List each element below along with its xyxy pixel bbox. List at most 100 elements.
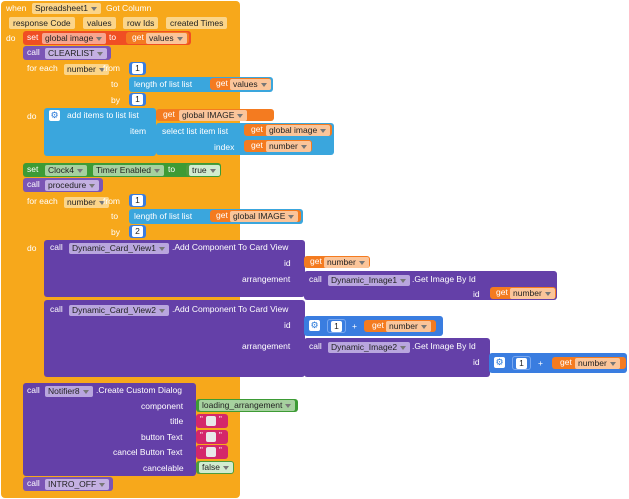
component-dropdown-card-view1[interactable]: Dynamic_Card_View1 (69, 243, 169, 254)
arrangement-label: arrangement (242, 274, 291, 284)
index-label: index (214, 142, 235, 152)
get-dropdown-global-image[interactable]: global image (266, 125, 331, 136)
event-name: Got Column (106, 3, 152, 13)
button-text-param-label: button Text (141, 432, 183, 442)
mutator-gear-icon[interactable]: ⚙ (494, 357, 505, 368)
component-dropdown-image1[interactable]: Dynamic_Image1 (328, 275, 411, 286)
get-label: get (163, 109, 175, 119)
for-each-label: for each (27, 63, 58, 73)
get-dropdown-number[interactable]: number (266, 141, 311, 152)
call-label: call (309, 341, 322, 351)
get-label: get (372, 320, 384, 330)
item-label: item (130, 126, 147, 136)
method-label: .Add Component To Card View (172, 304, 289, 314)
get-dropdown-number[interactable]: number (510, 288, 555, 299)
get-label: get (132, 32, 144, 42)
loop-var-dropdown[interactable]: number (64, 197, 109, 208)
length-of-list-label: length of list list (134, 79, 193, 89)
plus-label: + (352, 321, 357, 331)
arrangement-label: arrangement (242, 341, 291, 351)
param-created-times[interactable]: created Times (166, 17, 228, 29)
call-label: call (309, 274, 322, 284)
get-label: get (216, 210, 228, 220)
logic-dropdown-true[interactable]: true (189, 165, 220, 176)
component-dropdown-clock4[interactable]: Clock4 (45, 165, 87, 176)
call-label: call (27, 478, 40, 488)
component-dropdown-card-view2[interactable]: Dynamic_Card_View2 (69, 305, 169, 316)
get-dropdown-number[interactable]: number (386, 321, 431, 332)
to-label: to (168, 164, 176, 174)
add-items-block[interactable] (44, 108, 156, 156)
mutator-gear-icon[interactable]: ⚙ (309, 320, 320, 331)
procedure-dropdown-intro-off[interactable]: INTRO_OFF (45, 479, 110, 490)
from-label: from (103, 63, 120, 73)
get-label: get (310, 256, 322, 266)
call-label: call (27, 385, 40, 395)
text-field-button[interactable] (206, 432, 216, 442)
cancelable-param-label: cancelable (143, 463, 184, 473)
var-dropdown-global-image[interactable]: global image (42, 33, 107, 44)
param-response-code[interactable]: response Code (9, 17, 75, 29)
quote-close: " (219, 431, 222, 440)
to-label: to (109, 32, 117, 42)
mutator-gear-icon[interactable]: ⚙ (49, 110, 60, 121)
get-label: get (560, 357, 572, 367)
by-value[interactable]: 1 (132, 94, 143, 105)
component-dropdown-notifier8[interactable]: Notifier8 (45, 386, 93, 397)
component-dropdown-loading-arrangement[interactable]: loading_arrangement (199, 400, 296, 411)
plus-label: + (538, 358, 543, 368)
to-label: to (111, 211, 119, 221)
number-value[interactable]: 1 (331, 321, 342, 332)
from-value[interactable]: 1 (132, 195, 143, 206)
loop-var-dropdown[interactable]: number (64, 64, 109, 75)
image-method-label: .Get Image By Id (412, 341, 476, 351)
property-dropdown-timer-enabled[interactable]: Timer Enabled (93, 165, 164, 176)
quote-open: " (200, 431, 203, 440)
by-value[interactable]: 2 (132, 226, 143, 237)
id-label: id (284, 258, 291, 268)
text-field-cancel[interactable] (206, 447, 216, 457)
when-label: when (6, 3, 27, 13)
get-dropdown-global-image-upper[interactable]: global IMAGE (179, 110, 248, 121)
title-param-label: title (170, 416, 184, 426)
length-of-list-label: length of list list (134, 211, 193, 221)
quote-close: " (219, 446, 222, 455)
get-label: get (216, 78, 228, 88)
by-label: by (111, 95, 120, 105)
to-label: to (111, 79, 119, 89)
number-value[interactable]: 1 (516, 358, 527, 369)
get-label: get (251, 140, 263, 150)
get-dropdown-number[interactable]: number (324, 257, 369, 268)
from-label: from (103, 196, 120, 206)
from-value[interactable]: 1 (132, 63, 143, 74)
method-label: .Add Component To Card View (172, 242, 289, 252)
by-label: by (111, 227, 120, 237)
component-param-label: component (141, 401, 184, 411)
get-dropdown-values[interactable]: values (146, 33, 187, 44)
logic-dropdown-false[interactable]: false (199, 462, 233, 473)
call-notifier-block[interactable] (23, 383, 196, 476)
call-label: call (50, 304, 63, 314)
get-dropdown-number[interactable]: number (575, 358, 620, 369)
procedure-dropdown[interactable]: procedure (45, 180, 100, 191)
component-dropdown-spreadsheet[interactable]: Spreadsheet1 (32, 3, 101, 14)
id-label: id (284, 320, 291, 330)
param-values[interactable]: values (83, 17, 116, 29)
get-dropdown-values[interactable]: values (230, 79, 271, 90)
call-label: call (27, 179, 40, 189)
quote-open: " (200, 446, 203, 455)
do-label: do (27, 243, 37, 253)
procedure-dropdown-clearlist[interactable]: CLEARLIST (45, 48, 108, 59)
get-dropdown-global-image-upper[interactable]: global IMAGE (230, 211, 299, 222)
select-item-label: select list item list (162, 126, 229, 136)
param-row-ids[interactable]: row Ids (123, 17, 159, 29)
set-label: set (27, 32, 39, 42)
image-method-label: .Get Image By Id (412, 274, 476, 284)
dialog-method-label: .Create Custom Dialog (96, 385, 182, 395)
component-dropdown-image2[interactable]: Dynamic_Image2 (328, 342, 411, 353)
text-field-title[interactable] (206, 416, 216, 426)
id-label: id (473, 289, 480, 299)
event-do-label: do (6, 33, 16, 43)
id-label: id (473, 357, 480, 367)
quote-close: " (219, 415, 222, 424)
